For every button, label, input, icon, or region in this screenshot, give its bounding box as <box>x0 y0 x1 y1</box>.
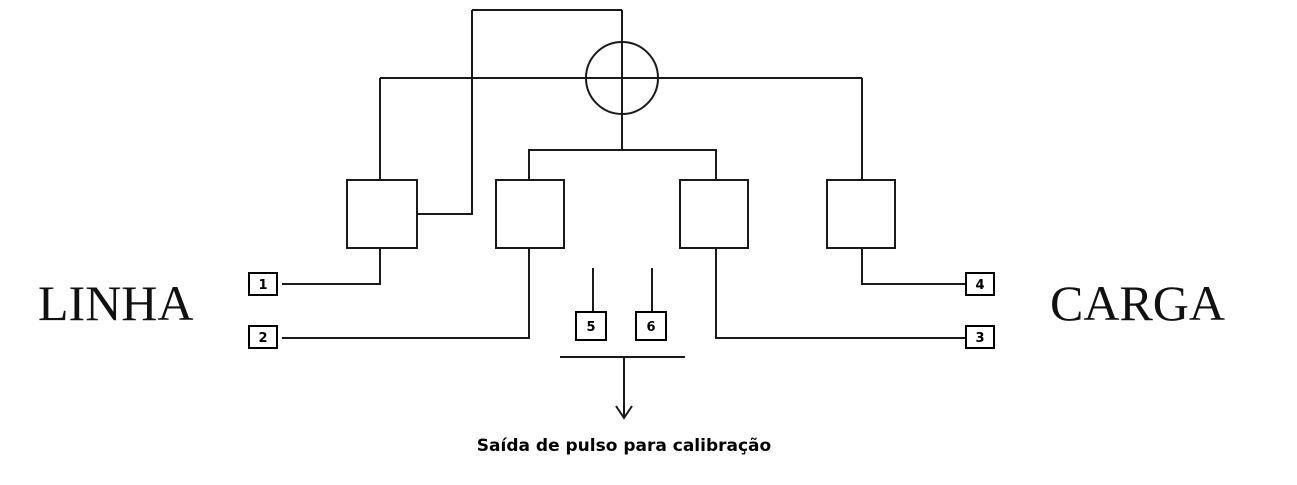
terminal-6-box <box>635 311 667 341</box>
terminal-1-box <box>248 272 278 296</box>
terminal-3-box <box>965 325 995 349</box>
wire-to-terminal-2 <box>282 248 530 339</box>
box-right-outer <box>826 179 896 249</box>
wire-to-terminal-3 <box>715 248 965 339</box>
terminal-1-label: 1 <box>258 278 267 293</box>
center-branch-wire <box>528 149 717 180</box>
load-label: CARGA <box>1050 275 1225 331</box>
wire-to-terminal-4 <box>861 248 965 285</box>
terminal-4-box <box>965 272 995 296</box>
pulse-output-caption: Saída de pulso para calibração <box>477 436 771 456</box>
terminal-2-label: 2 <box>258 331 267 346</box>
terminal-5-box <box>575 311 607 341</box>
box-right-inner <box>679 179 749 249</box>
terminal-5-label: 5 <box>586 320 595 335</box>
line-label: LINHA <box>38 275 194 331</box>
pulse-output-arrowhead <box>615 405 633 420</box>
terminal-4-label: 4 <box>975 278 984 293</box>
terminal-6-label: 6 <box>646 320 655 335</box>
box-left-outer <box>346 179 418 249</box>
terminal-3-label: 3 <box>975 331 984 346</box>
wire-to-terminal-1 <box>282 248 381 285</box>
left-loop-wire <box>418 10 473 215</box>
box-left-inner <box>495 179 565 249</box>
terminal-2-box <box>248 325 278 349</box>
